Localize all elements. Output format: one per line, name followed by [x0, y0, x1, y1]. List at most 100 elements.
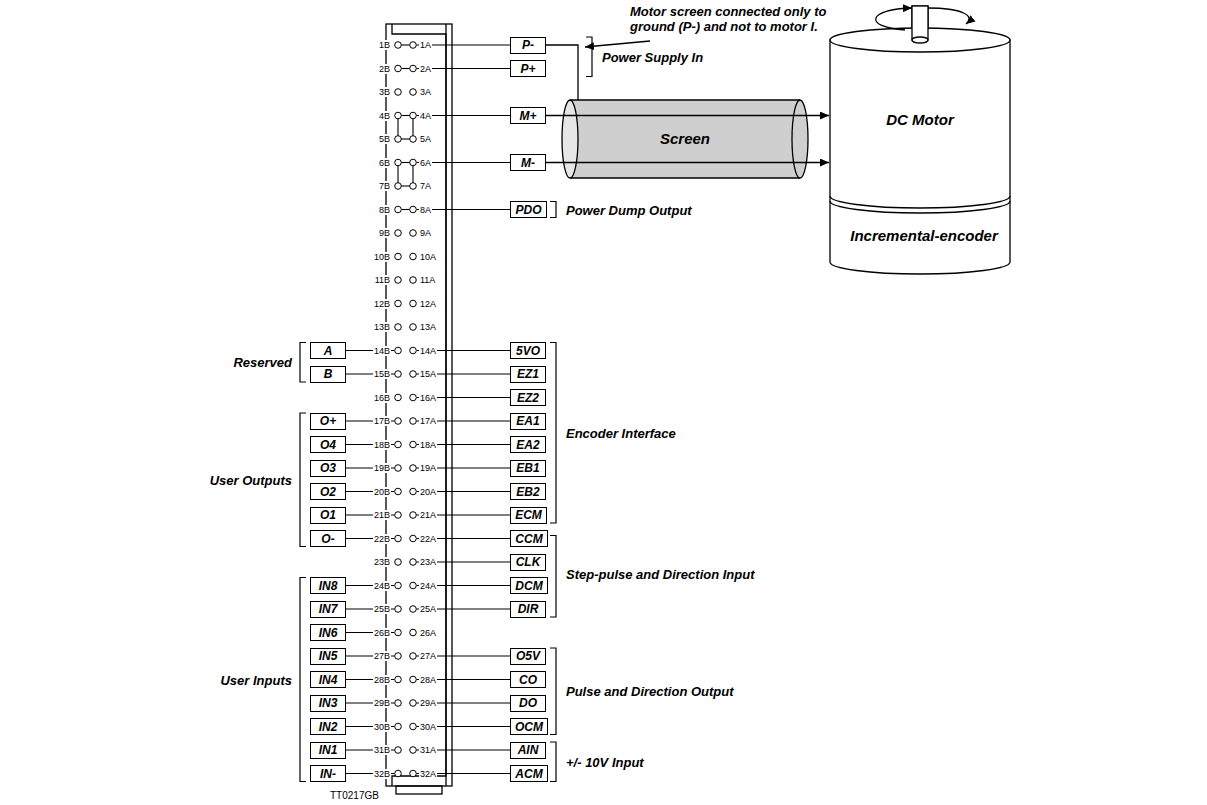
signal-name: CLK [516, 555, 541, 569]
pin-contact [410, 324, 417, 331]
pin-contact [410, 206, 417, 213]
signal-name: PDO [515, 203, 541, 217]
pin-number: 13B [373, 322, 391, 332]
pin-contact [395, 112, 402, 119]
motor-wire [546, 115, 829, 116]
signal-name: DO [519, 696, 537, 710]
pin-contact [395, 159, 402, 166]
pin-contact [395, 300, 402, 307]
signal-box: P- [510, 37, 546, 54]
pin-number: 21B [373, 510, 391, 520]
group-bracket [550, 343, 556, 524]
pin-contact [395, 441, 402, 448]
pin-contact [410, 559, 417, 566]
pin-number: 23B [373, 557, 391, 567]
signal-name: O4 [320, 438, 336, 452]
group-label: Encoder Interface [566, 425, 676, 440]
signal-box: CCM [510, 530, 548, 547]
signal-name: IN6 [319, 626, 338, 640]
drawing-part [912, 6, 928, 40]
pin-contact [395, 676, 402, 683]
pin-number: 8A [419, 205, 432, 215]
signal-name: M- [521, 156, 535, 170]
pin-contact [395, 582, 402, 589]
screen-label: Screen [570, 100, 800, 178]
pin-number: 28A [419, 675, 437, 685]
pin-contact [410, 629, 417, 636]
signal-name: Screen [660, 130, 710, 148]
pin-number: 17A [419, 416, 437, 426]
signal-name: IN7 [319, 602, 338, 616]
signal-name: P+ [520, 62, 535, 76]
drawing-part [570, 177, 800, 178]
pin-number: 5A [419, 134, 432, 144]
drawing-part [570, 100, 800, 178]
pin-number: 30A [419, 722, 437, 732]
pin-number: 1B [378, 40, 391, 50]
drawing-part [912, 37, 928, 43]
signal-name: CO [519, 673, 537, 687]
pin-contact [410, 253, 417, 260]
signal-box: ACM [510, 765, 548, 782]
pin-contact [395, 770, 402, 777]
screen-wire [546, 45, 578, 100]
pin-number: 3A [419, 87, 432, 97]
pin-contact [410, 606, 417, 613]
pin-number: 13A [419, 322, 437, 332]
drawing-part [830, 196, 1010, 208]
pin-contact [395, 42, 402, 49]
motor-wire [546, 162, 829, 163]
pin-number: 16B [373, 393, 391, 403]
signal-name: IN2 [319, 720, 338, 734]
signal-box: EZ1 [510, 366, 546, 383]
pin-contact [410, 42, 417, 49]
pin-contact [395, 394, 402, 401]
pin-contact [410, 371, 417, 378]
pin-number: 6B [378, 158, 391, 168]
pin-contact [395, 723, 402, 730]
pin-contact [410, 723, 417, 730]
signal-name: O1 [320, 508, 336, 522]
pin-number: 17B [373, 416, 391, 426]
pin-number: 26B [373, 628, 391, 638]
signal-name: O+ [320, 414, 336, 428]
pin-contact [410, 582, 417, 589]
group-label: Step-pulse and Direction Input [566, 566, 755, 581]
pin-number: 6A [419, 158, 432, 168]
signal-box: EB2 [510, 483, 546, 500]
signal-box: IN1 [310, 742, 346, 759]
pin-contact [410, 65, 417, 72]
pin-number: 10A [419, 252, 437, 262]
pin-contact [395, 559, 402, 566]
signal-box: IN8 [310, 577, 346, 594]
pin-number: 26A [419, 628, 437, 638]
group-label: User Inputs [220, 672, 292, 687]
pin-contact [410, 112, 417, 119]
drawing-part [445, 24, 446, 786]
pin-contact [395, 89, 402, 96]
pin-contact [395, 629, 402, 636]
pin-number: 18B [373, 440, 391, 450]
signal-name: IN1 [319, 743, 338, 757]
group-label: Pulse and Direction Output [566, 684, 734, 699]
signal-name: OCM [515, 720, 543, 734]
signal-name: IN5 [319, 649, 338, 663]
pin-contact [395, 347, 402, 354]
signal-box: P+ [510, 60, 546, 77]
signal-box: B [310, 366, 346, 383]
signal-box: M- [510, 154, 546, 171]
signal-box: IN5 [310, 648, 346, 665]
pin-contact [395, 606, 402, 613]
signal-box: O2 [310, 483, 346, 500]
group-label: +/- 10V Input [566, 754, 644, 769]
pin-contact [395, 700, 402, 707]
signal-name: IN3 [319, 696, 338, 710]
signal-box: 5VO [510, 342, 546, 359]
pin-number: 31A [419, 745, 437, 755]
pin-contact [395, 136, 402, 143]
signal-box: O3 [310, 460, 346, 477]
pin-contact [395, 465, 402, 472]
pin-contact [395, 253, 402, 260]
pin-wire [402, 68, 410, 69]
